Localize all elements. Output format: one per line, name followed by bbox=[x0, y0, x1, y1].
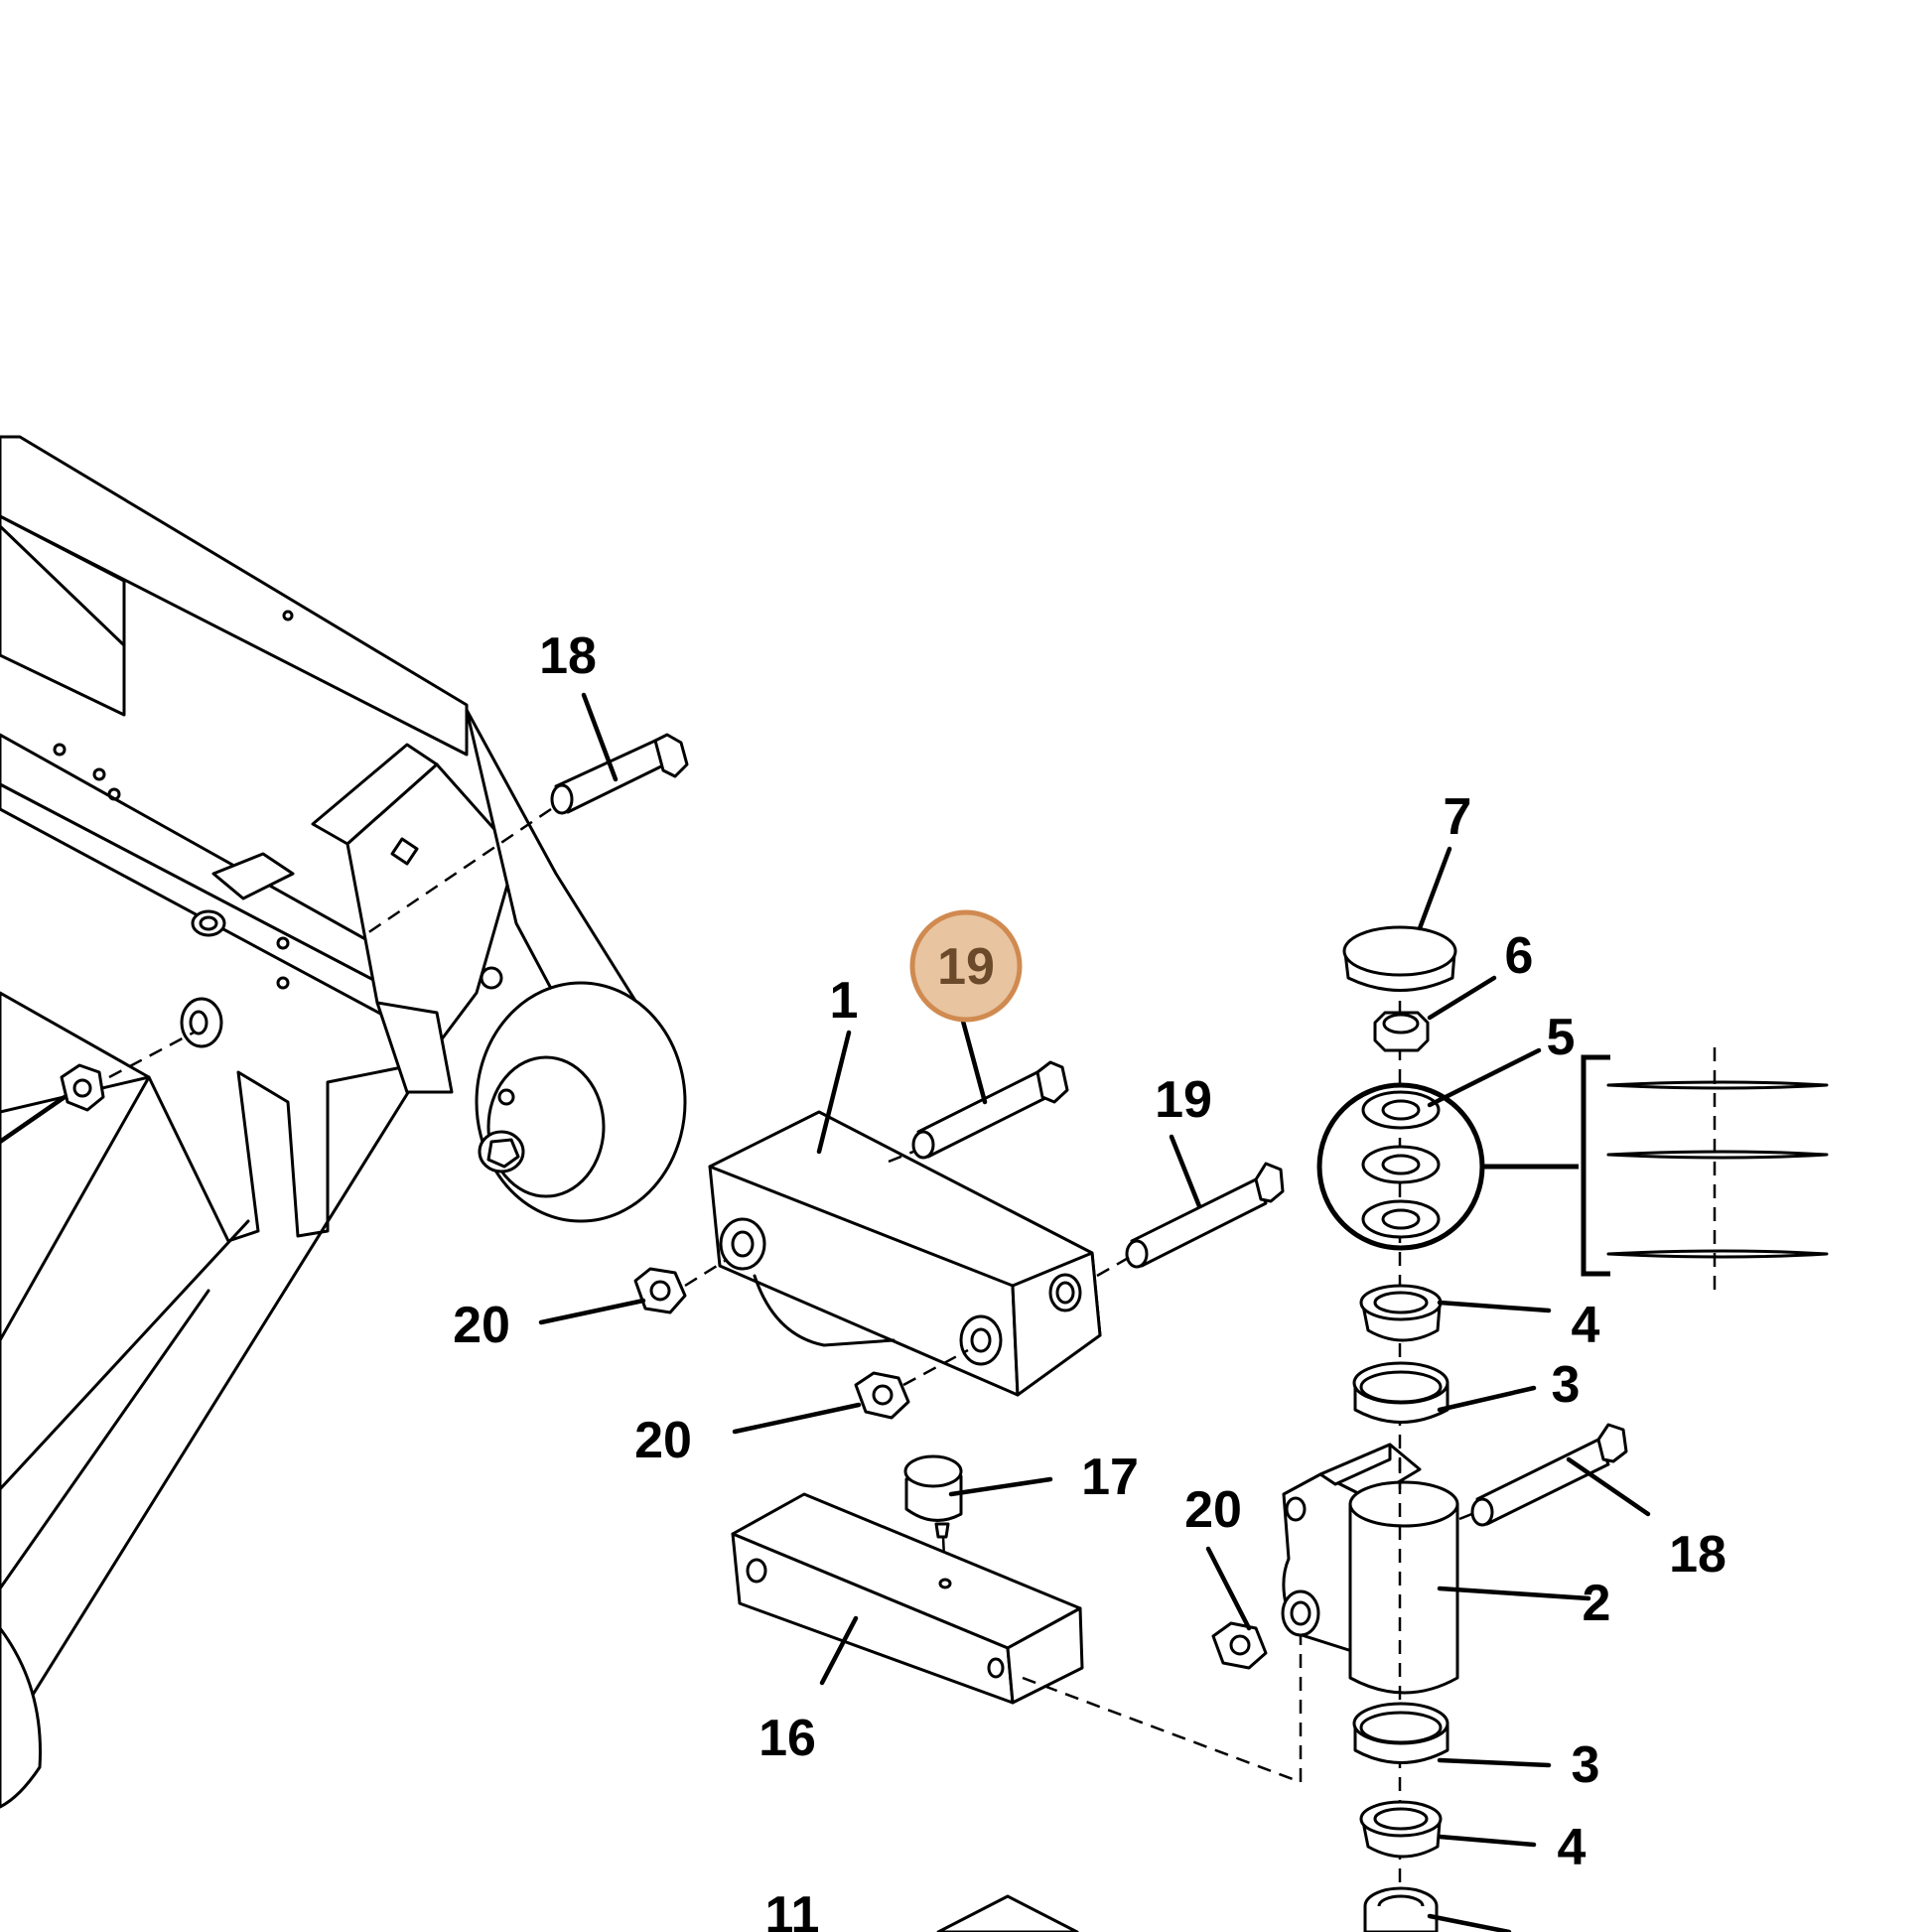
callout-3-upper: 3 bbox=[1552, 1356, 1581, 1414]
callout-18-top: 18 bbox=[539, 627, 597, 685]
callout-20-left: 20 bbox=[453, 1297, 510, 1354]
seal-bottom bbox=[1363, 1886, 1439, 1932]
callout-3-lower: 3 bbox=[1572, 1736, 1600, 1794]
callout-20-middle: 20 bbox=[634, 1412, 692, 1469]
nut-6 bbox=[1373, 1011, 1430, 1052]
pivot-tube-2 bbox=[1281, 1443, 1459, 1695]
callout-6: 6 bbox=[1505, 927, 1534, 985]
callout-20-lower: 20 bbox=[1184, 1481, 1242, 1539]
channel-bracket-1 bbox=[708, 1110, 1102, 1397]
cap-7 bbox=[1342, 925, 1457, 992]
deck-frame-assembly bbox=[0, 435, 687, 1809]
highlight-marker-19[interactable]: 19 bbox=[909, 909, 1023, 1023]
callout-7: 7 bbox=[1444, 788, 1472, 846]
race-3-upper bbox=[1352, 1361, 1449, 1424]
highlight-circle bbox=[909, 909, 1023, 1023]
nut-20-lower bbox=[1211, 1621, 1268, 1670]
callout-4-upper: 4 bbox=[1572, 1297, 1600, 1354]
bearing-4-upper bbox=[1359, 1284, 1443, 1342]
bar-16 bbox=[731, 1492, 1084, 1705]
callout-2: 2 bbox=[1583, 1575, 1611, 1632]
shim-washers-5 bbox=[1316, 1047, 1829, 1291]
callout-4-lower: 4 bbox=[1558, 1819, 1587, 1876]
bracket-11-partial bbox=[936, 1894, 1079, 1932]
callout-labels: 18 7 6 5 1 19 19 20 4 3 20 17 20 18 2 16… bbox=[453, 627, 1726, 1932]
bolt-19-upper bbox=[911, 1060, 1069, 1160]
bearing-4-lower bbox=[1359, 1800, 1443, 1859]
callout-17: 17 bbox=[1081, 1449, 1139, 1506]
callout-19-right: 19 bbox=[1155, 1071, 1212, 1129]
nut-20-middle bbox=[854, 1371, 910, 1420]
nut-20-left bbox=[633, 1267, 687, 1314]
highlight-label: 19 bbox=[937, 938, 995, 996]
caster-wheel bbox=[475, 981, 687, 1223]
bolt-18-right bbox=[1470, 1423, 1628, 1527]
callout-5: 5 bbox=[1547, 1009, 1576, 1066]
callout-11: 11 bbox=[765, 1886, 820, 1932]
race-3-lower bbox=[1352, 1702, 1449, 1764]
callout-1: 1 bbox=[830, 972, 859, 1030]
left-washer bbox=[180, 997, 223, 1048]
leader-lines bbox=[538, 846, 1651, 1932]
bolt-19-right bbox=[1125, 1162, 1285, 1269]
left-nut bbox=[60, 1063, 105, 1112]
callout-18-right: 18 bbox=[1669, 1526, 1726, 1584]
bolt-18-top bbox=[550, 733, 689, 815]
bumper-17 bbox=[903, 1454, 963, 1539]
callout-16: 16 bbox=[759, 1710, 816, 1767]
